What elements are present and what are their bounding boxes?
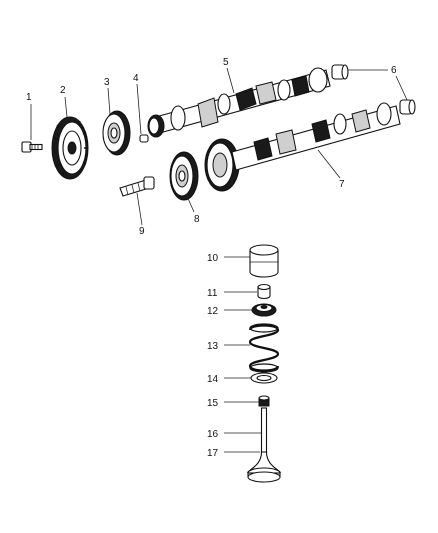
callout-8: 8 — [194, 214, 200, 225]
callout-13: 13 — [207, 341, 219, 352]
callout-5: 5 — [223, 57, 229, 68]
callout-15: 15 — [207, 398, 219, 409]
part-1-bolt — [21, 141, 43, 153]
part-16-17-valve — [246, 407, 282, 483]
part-11-shim — [257, 283, 271, 300]
callout-16: 16 — [207, 429, 219, 440]
part-5-camshaft — [147, 67, 331, 138]
callout-12: 12 — [207, 306, 219, 317]
callout-9: 9 — [139, 226, 145, 237]
callout-14: 14 — [207, 374, 219, 385]
part-8-gear — [169, 151, 199, 201]
part-12-retainer — [251, 303, 277, 317]
part-10-tappet — [249, 244, 279, 278]
callout-2: 2 — [60, 85, 66, 96]
callout-17: 17 — [207, 448, 219, 459]
part-13-spring — [248, 323, 280, 373]
part-2-sprocket — [51, 116, 89, 180]
part-15-valve-seal — [258, 395, 270, 407]
callout-1: 1 — [26, 92, 32, 103]
part-14-spring-seat — [250, 372, 278, 384]
callout-7: 7 — [339, 179, 345, 190]
callout-4: 4 — [133, 73, 139, 84]
callout-6: 6 — [391, 65, 397, 76]
part-3-gear — [102, 110, 131, 156]
callout-11: 11 — [207, 288, 218, 299]
part-4-dowel-pin — [139, 134, 149, 143]
callout-10: 10 — [207, 253, 219, 264]
callout-3: 3 — [104, 77, 110, 88]
leader-lines — [30, 67, 408, 453]
part-9-fitting — [119, 176, 155, 197]
part-6-caps — [331, 64, 416, 115]
part-7-camshaft — [204, 102, 401, 192]
